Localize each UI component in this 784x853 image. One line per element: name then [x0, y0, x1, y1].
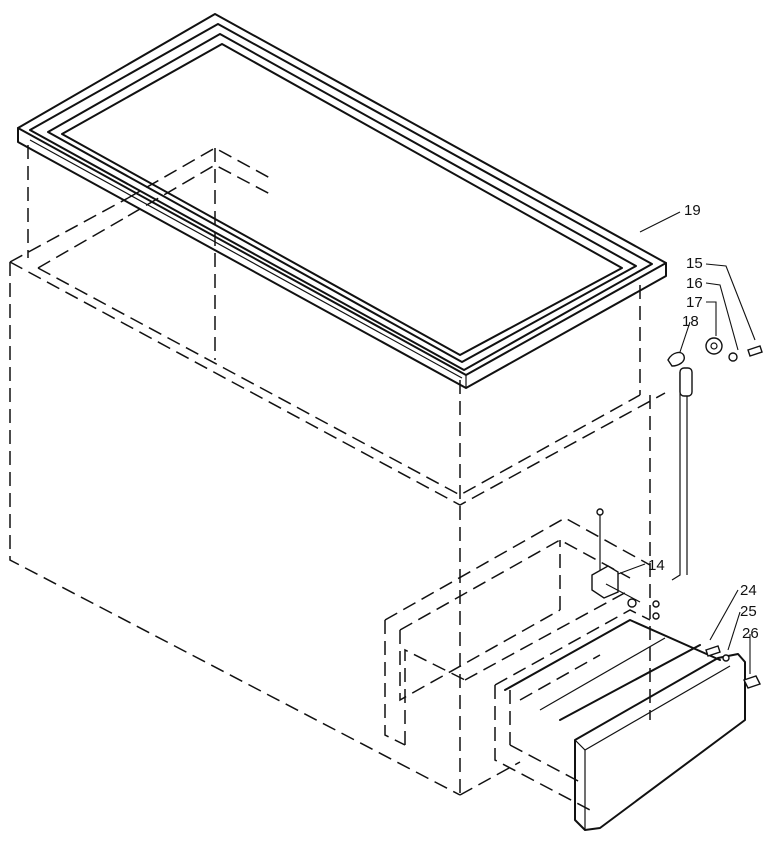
callout-18: 18	[682, 313, 699, 330]
compartment-box	[384, 517, 651, 746]
lid-hinge-hardware	[667, 337, 763, 581]
callout-24: 24	[740, 582, 757, 599]
leader-lines	[617, 211, 756, 674]
hinge-bracket	[591, 508, 660, 620]
drawer-assembly	[494, 609, 746, 831]
callout-19: 19	[684, 202, 701, 219]
callout-16: 16	[686, 275, 703, 292]
drawer-screws	[705, 645, 761, 689]
callout-26: 26	[742, 625, 759, 642]
cabinet-body	[9, 145, 666, 796]
callout-15: 15	[686, 255, 703, 272]
lid-frame	[17, 13, 667, 389]
callout-labels: 19 15 16 17 18 14 24 25 26	[648, 202, 759, 642]
callout-17: 17	[686, 294, 703, 311]
callout-25: 25	[740, 603, 757, 620]
callout-14: 14	[648, 557, 665, 574]
